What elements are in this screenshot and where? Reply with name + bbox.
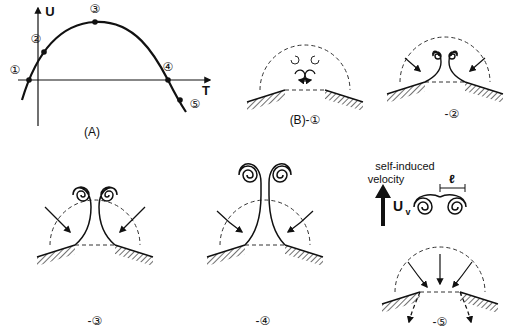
panel-label: (A) [84, 126, 100, 138]
annotation: self-induced [375, 161, 434, 172]
panel-pinch-off [382, 247, 498, 322]
axis-label: U [45, 5, 54, 18]
vortex-ring [414, 195, 466, 214]
panel-growth [37, 187, 153, 266]
annotation: velocity [368, 174, 405, 185]
panel-stretch [207, 164, 323, 266]
panel-label: -⑤ [433, 316, 448, 328]
subscript-label: v [405, 208, 410, 217]
velocity-arrow [375, 184, 391, 226]
callout-number: ③ [90, 3, 101, 15]
panel-label: (B)-① [290, 114, 321, 126]
panel-label: -③ [88, 315, 103, 327]
dimension-label: ℓ [449, 173, 455, 185]
panel-roll-up [387, 37, 503, 103]
symbol-label: U [393, 199, 403, 213]
length-bracket [440, 184, 465, 192]
callout-number: ④ [163, 61, 174, 73]
graph [18, 8, 210, 126]
axis-label: T [202, 84, 210, 97]
callout-number: ⑤ [190, 98, 201, 110]
callout-number: ② [31, 33, 42, 45]
panel-label: -② [445, 108, 460, 120]
callout-number: ① [10, 64, 21, 76]
panel-initial [247, 45, 363, 111]
panel-label: -④ [256, 315, 271, 327]
